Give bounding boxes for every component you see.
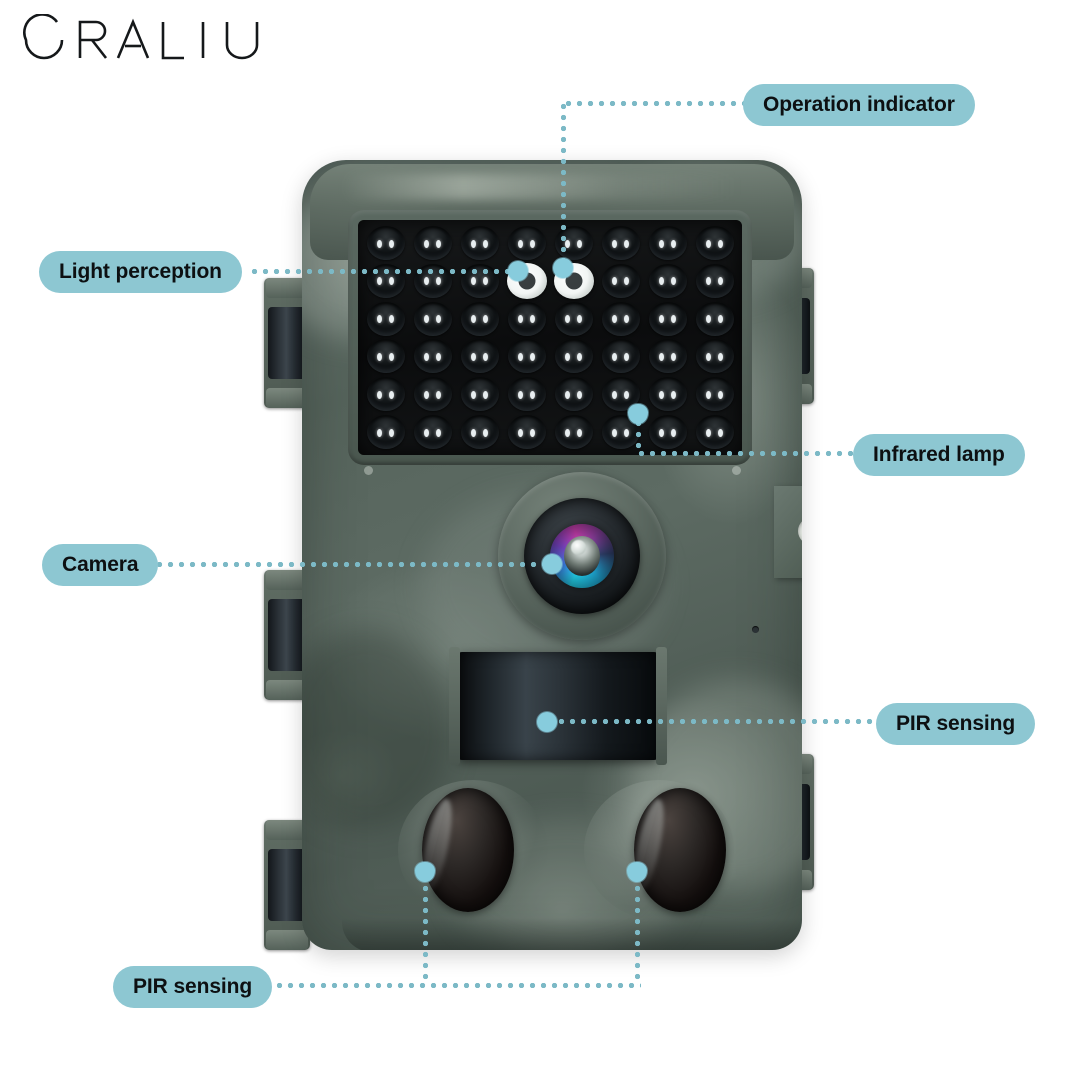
ir-led bbox=[691, 262, 738, 300]
ir-led bbox=[550, 375, 597, 413]
ir-led bbox=[691, 337, 738, 375]
marker-operation-indicator bbox=[553, 258, 573, 278]
pir-sensor-lower-right bbox=[628, 788, 726, 912]
ir-led bbox=[503, 224, 550, 262]
ir-led bbox=[409, 224, 456, 262]
ir-led bbox=[597, 224, 644, 262]
leader-pir-sensing-lower-horizontal bbox=[263, 983, 641, 988]
ir-led bbox=[644, 262, 691, 300]
ir-led bbox=[409, 262, 456, 300]
ir-led bbox=[503, 337, 550, 375]
microphone-hole bbox=[752, 626, 759, 633]
infrared-led-array bbox=[358, 220, 742, 455]
ir-led bbox=[597, 300, 644, 338]
ir-led bbox=[503, 300, 550, 338]
leader-camera bbox=[154, 562, 554, 567]
ir-led bbox=[644, 375, 691, 413]
housing-bottom-lip bbox=[342, 918, 802, 950]
callout-pir-sensing-lower[interactable]: PIR sensing bbox=[113, 966, 273, 1008]
panel-nub bbox=[732, 466, 741, 475]
brand-logo bbox=[22, 14, 284, 66]
ir-led bbox=[456, 300, 503, 338]
ir-led bbox=[644, 224, 691, 262]
leader-light-perception bbox=[249, 269, 521, 274]
hood-highlight bbox=[342, 174, 742, 200]
marker-light-perception bbox=[508, 261, 528, 281]
ir-led bbox=[597, 262, 644, 300]
ir-led bbox=[644, 413, 691, 451]
ir-led bbox=[456, 375, 503, 413]
leader-operation-indicator-vertical bbox=[561, 101, 566, 271]
leader-pir-sensing-lower-branch-left bbox=[423, 872, 428, 985]
ir-led bbox=[597, 337, 644, 375]
ir-led bbox=[456, 337, 503, 375]
leader-operation-indicator-horizontal bbox=[563, 101, 747, 106]
ir-led bbox=[597, 375, 644, 413]
callout-light-perception[interactable]: Light perception bbox=[39, 251, 242, 293]
ir-led bbox=[691, 413, 738, 451]
ir-led bbox=[362, 224, 409, 262]
pir-sensor-lower-left bbox=[416, 788, 514, 912]
callout-pir-sensing-main[interactable]: PIR sensing bbox=[876, 703, 1036, 745]
leader-pir-sensing-main bbox=[556, 719, 878, 724]
callout-infrared-lamp[interactable]: Infrared lamp bbox=[853, 434, 1025, 476]
marker-infrared-lamp bbox=[628, 404, 648, 424]
ir-led bbox=[503, 375, 550, 413]
ir-led bbox=[691, 375, 738, 413]
ir-led bbox=[503, 413, 550, 451]
marker-pir-sensing-main bbox=[537, 712, 557, 732]
ir-led bbox=[550, 300, 597, 338]
ir-led bbox=[644, 337, 691, 375]
panel-nub bbox=[364, 466, 373, 475]
ir-led bbox=[362, 262, 409, 300]
ir-led bbox=[362, 375, 409, 413]
pir-sensor-main bbox=[449, 647, 667, 765]
lens-highlight bbox=[571, 540, 586, 555]
ir-led bbox=[550, 224, 597, 262]
ir-led bbox=[409, 413, 456, 451]
marker-camera bbox=[542, 554, 562, 574]
ir-led bbox=[456, 413, 503, 451]
brand-logo-wordmark bbox=[23, 14, 259, 60]
ir-led bbox=[409, 300, 456, 338]
mount-lug bbox=[774, 486, 802, 578]
ir-led bbox=[550, 413, 597, 451]
ir-led bbox=[409, 375, 456, 413]
ir-led bbox=[597, 413, 644, 451]
hinge-left-middle bbox=[264, 570, 310, 700]
ir-led bbox=[362, 337, 409, 375]
ir-led bbox=[550, 337, 597, 375]
ir-led bbox=[409, 337, 456, 375]
ir-led bbox=[456, 262, 503, 300]
leader-pir-sensing-lower-branch-right bbox=[635, 872, 640, 985]
ir-led bbox=[362, 413, 409, 451]
mount-hole bbox=[798, 516, 802, 546]
ir-led bbox=[691, 224, 738, 262]
marker-pir-sensing-lower-right bbox=[627, 862, 647, 882]
leader-infrared-lamp-horizontal bbox=[636, 451, 858, 456]
marker-pir-sensing-lower-left bbox=[415, 862, 435, 882]
ir-led bbox=[644, 300, 691, 338]
leader-infrared-lamp-vertical bbox=[636, 418, 641, 454]
ir-led bbox=[362, 300, 409, 338]
ir-led bbox=[691, 300, 738, 338]
callout-operation-indicator[interactable]: Operation indicator bbox=[743, 84, 975, 126]
ir-led bbox=[456, 224, 503, 262]
callout-camera[interactable]: Camera bbox=[42, 544, 159, 586]
